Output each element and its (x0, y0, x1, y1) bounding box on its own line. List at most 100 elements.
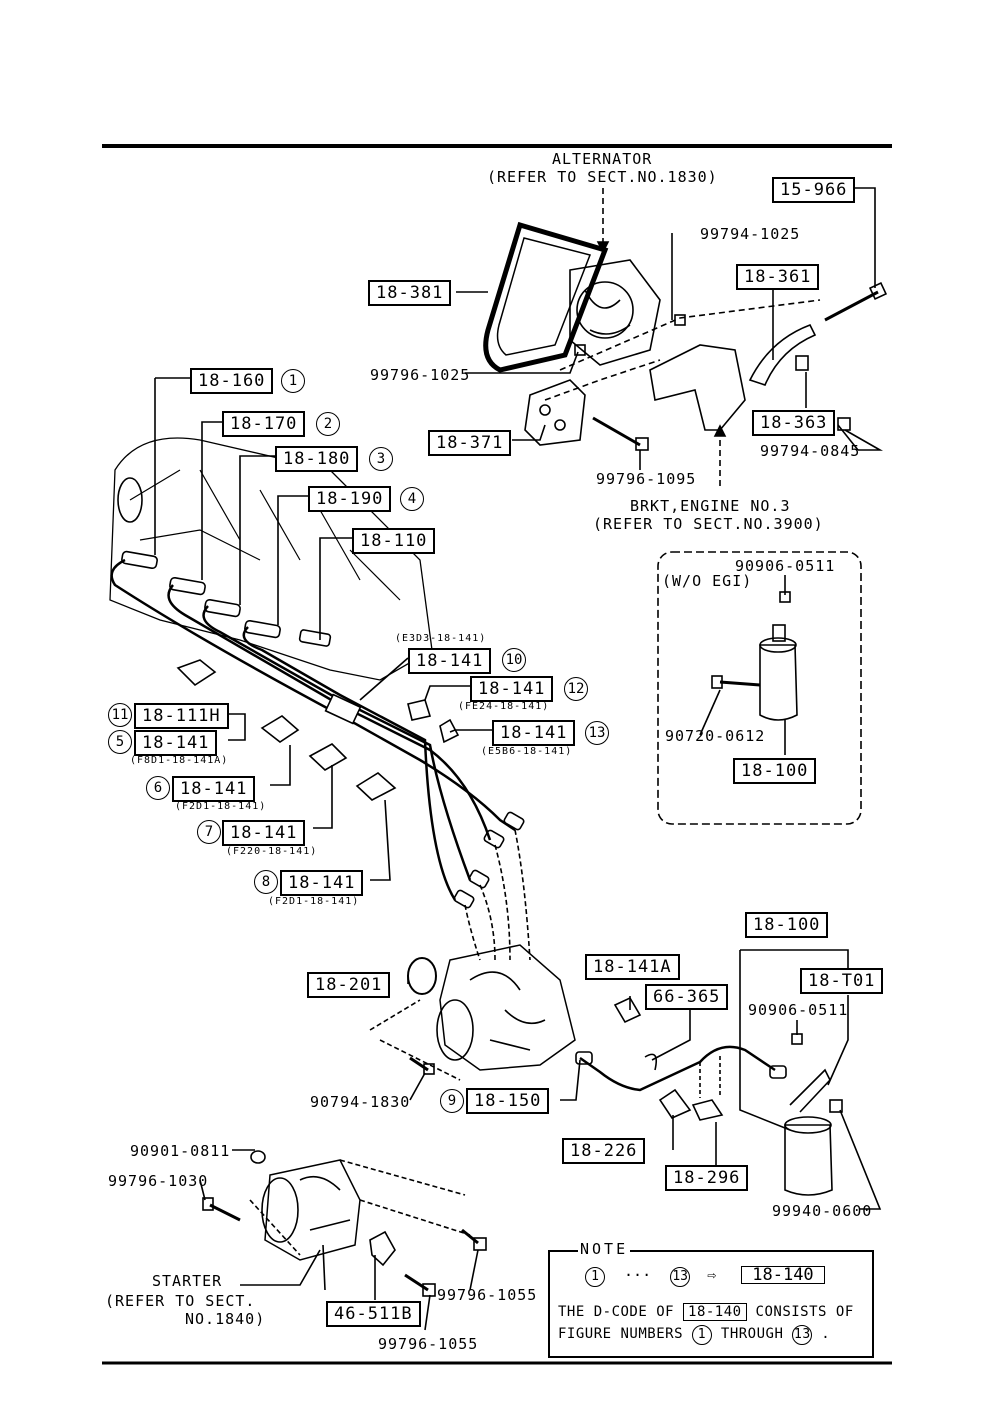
part-18-180[interactable]: 18-180 (275, 446, 359, 472)
part-18-T01[interactable]: 18-T01 (800, 968, 884, 994)
part-18-110[interactable]: 18-110 (352, 528, 436, 554)
bracket-ref: (REFER TO SECT.NO.3900) (593, 515, 824, 533)
fig-number-1: 1 (281, 369, 305, 393)
part-18-141A[interactable]: 18-141A (585, 954, 680, 980)
alternator-label: ALTERNATOR (552, 150, 653, 168)
note-from-number: 1 (585, 1267, 605, 1287)
note-text-2e: . (821, 1326, 831, 1342)
engine-bracket (649, 344, 746, 431)
note-text-row-2: FIGURE NUMBERS 1 THROUGH 13 . (558, 1325, 830, 1345)
fig-number-10: 10 (502, 648, 526, 672)
sublabel-13: (E5B6-18-141) (481, 746, 573, 757)
part-18-141-7[interactable]: 18-141 (222, 820, 306, 846)
hw-99796-1055-a: 99796-1055 (437, 1286, 538, 1304)
hw-90906-0511: 90906-0511 (748, 1001, 849, 1019)
fig-number-6: 6 (146, 776, 170, 800)
part-18-296[interactable]: 18-296 (665, 1165, 749, 1191)
fig-number-5: 5 (108, 730, 132, 754)
part-18-190[interactable]: 18-190 (308, 486, 392, 512)
alternator-ref: (REFER TO SECT.NO.1830) (487, 168, 718, 186)
adjust-arm (748, 323, 817, 386)
hw-99796-1055-b: 99796-1055 (378, 1335, 479, 1353)
ht-wire-3 (202, 605, 472, 881)
part-18-141-8[interactable]: 18-141 (280, 870, 364, 896)
part-18-170[interactable]: 18-170 (222, 411, 306, 437)
part-66-365[interactable]: 66-365 (645, 984, 729, 1010)
starter-ref-1: (REFER TO SECT. (105, 1292, 256, 1310)
part-18-160[interactable]: 18-160 (190, 368, 274, 394)
hw-99794-1025: 99794-1025 (700, 225, 801, 243)
fig-number-8: 8 (254, 870, 278, 894)
note-range-row: 1 ··· 13 ⇨ 18-140 (585, 1266, 825, 1287)
fig-number-11: 11 (108, 703, 132, 727)
sublabel-12: (FE24-18-141) (458, 701, 550, 712)
sublabel-7: (F220-18-141) (226, 846, 318, 857)
note-text-2d: 13 (792, 1325, 813, 1345)
note-text-2c: THROUGH (720, 1326, 784, 1342)
coil-wire (579, 1045, 776, 1092)
hw-99794-0845: 99794-0845 (760, 442, 861, 460)
part-18-381[interactable]: 18-381 (368, 280, 452, 306)
starter-motor (264, 1159, 361, 1261)
starter-ref-2: NO.1840) (185, 1310, 266, 1328)
part-18-141-13[interactable]: 18-141 (492, 720, 576, 746)
part-18-141-12[interactable]: 18-141 (470, 676, 554, 702)
note-text-2b: 1 (691, 1325, 712, 1345)
sublabel-6: (F2D1-18-141) (175, 801, 267, 812)
starter-label: STARTER (152, 1272, 223, 1290)
ht-wire-4 (242, 626, 457, 901)
note-text-2a: FIGURE NUMBERS (558, 1326, 684, 1342)
fig-number-9: 9 (440, 1089, 464, 1113)
hw-90794-1830: 90794-1830 (310, 1093, 411, 1111)
part-15-966[interactable]: 15-966 (772, 177, 856, 203)
part-18-201[interactable]: 18-201 (307, 972, 391, 998)
egi-box (657, 551, 862, 825)
fig-number-12: 12 (564, 677, 588, 701)
hw-99796-1030: 99796-1030 (108, 1172, 209, 1190)
bracket-label: BRKT,ENGINE NO.3 (630, 497, 791, 515)
alternator-body (569, 259, 661, 366)
note-box (548, 1250, 874, 1358)
part-18-363[interactable]: 18-363 (752, 410, 836, 436)
note-arrow-icon: ⇨ (707, 1266, 717, 1284)
hw-90906-0511-egi: 90906-0511 (735, 557, 836, 575)
fig-number-7: 7 (197, 820, 221, 844)
distributor (439, 944, 576, 1071)
hw-99796-1095: 99796-1095 (596, 470, 697, 488)
fig-number-13: 13 (585, 721, 609, 745)
part-18-150[interactable]: 18-150 (466, 1088, 550, 1114)
part-18-226[interactable]: 18-226 (562, 1138, 646, 1164)
note-to-number: 13 (670, 1267, 691, 1287)
part-18-100[interactable]: 18-100 (745, 912, 829, 938)
hw-90901-0811: 90901-0811 (130, 1142, 231, 1160)
part-18-371[interactable]: 18-371 (428, 430, 512, 456)
part-18-141-5[interactable]: 18-141 (134, 730, 218, 756)
hw-99796-1025: 99796-1025 (370, 366, 471, 384)
part-18-141-6[interactable]: 18-141 (172, 776, 256, 802)
note-text-1b: 18-140 (683, 1303, 747, 1321)
fig-number-3: 3 (369, 447, 393, 471)
note-dots: ··· (624, 1266, 652, 1284)
fig-number-2: 2 (316, 412, 340, 436)
note-text-1a: THE D-CODE OF (558, 1304, 675, 1320)
hw-99940-0600: 99940-0600 (772, 1202, 873, 1220)
note-text-row-1: THE D-CODE OF 18-140 CONSISTS OF (558, 1303, 854, 1321)
part-18-111H[interactable]: 18-111H (134, 703, 229, 729)
sublabel-5: (F8D1-18-141A) (130, 755, 229, 766)
part-18-361[interactable]: 18-361 (736, 264, 820, 290)
part-18-100-egi[interactable]: 18-100 (733, 758, 817, 784)
part-46-511B[interactable]: 46-511B (326, 1301, 421, 1327)
egi-note: (W/O EGI) (662, 572, 753, 590)
hw-90720-0612: 90720-0612 (665, 727, 766, 745)
note-dcode-box[interactable]: 18-140 (741, 1266, 825, 1284)
bracket-18-371 (524, 379, 586, 446)
sublabel-8: (F2D1-18-141) (268, 896, 360, 907)
alternator-belt (483, 221, 609, 373)
note-text-1c: CONSISTS OF (755, 1304, 854, 1320)
sublabel-10: (E3D3-18-141) (395, 633, 487, 644)
part-18-141-10[interactable]: 18-141 (408, 648, 492, 674)
engine-block (109, 437, 433, 681)
fig-number-4: 4 (400, 487, 424, 511)
